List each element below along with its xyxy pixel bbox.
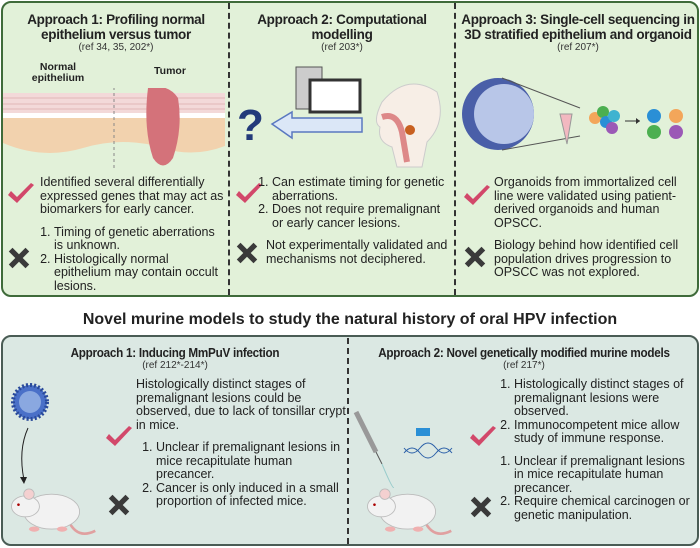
murine-approach1-pro: Histologically distinct stages of premal… (136, 377, 346, 432)
con-item: Cancer is only induced in a small propor… (156, 481, 346, 509)
approach2-con: Not experimentally validated and mechani… (266, 238, 448, 266)
check-icon (104, 425, 134, 449)
mouse-illustration (364, 478, 460, 540)
con-item: Require chemical carcinogen or genetic m… (514, 494, 698, 522)
con-item: Histologically normal epithelium may con… (54, 252, 226, 294)
approach3-pro: Organoids from immortalized cell line we… (494, 175, 677, 230)
top-panel (1, 1, 699, 297)
approach3-body: Organoids from immortalized cell line we… (494, 175, 698, 280)
pro-item: Does not require premalignant or early c… (272, 202, 452, 230)
approach2-pros: Can estimate timing for genetic aberrati… (248, 175, 452, 230)
approach2-header: Approach 2: Computational modelling (ref… (232, 12, 452, 54)
murine-approach2-header: Approach 2: Novel genetically modified m… (351, 345, 697, 372)
section-title: Novel murine models to study the natural… (82, 311, 618, 328)
divider (454, 3, 456, 295)
mouse-illustration (8, 478, 104, 540)
murine-approach1-cons: Unclear if premalignant lesions in mice … (132, 440, 346, 509)
organoid-sequencing-illustration (462, 77, 683, 151)
computer-head-illustration: ? (237, 66, 441, 168)
murine-approach1-ref: (ref 212*-214*) (142, 360, 208, 371)
approach1-title: Approach 1: Profiling normal epithelium … (27, 12, 205, 42)
approach1-ref: (ref 34, 35, 202*) (78, 42, 154, 53)
pro-item: Can estimate timing for genetic aberrati… (272, 175, 452, 203)
question-mark-icon: ? (237, 101, 264, 150)
murine-approach2-body: Histologically distinct stages of premal… (490, 377, 698, 523)
normal-label: Normal epithelium (31, 61, 85, 84)
murine-approach2-cons: Unclear if premalignant lesions in mice … (490, 454, 698, 523)
approach2-body: Can estimate timing for genetic aberrati… (248, 175, 452, 266)
cross-icon (106, 492, 132, 518)
cross-icon (462, 244, 488, 270)
virus-illustration (11, 383, 49, 484)
check-icon (462, 184, 492, 208)
pro-item: Histologically distinct stages of premal… (514, 377, 698, 419)
approach1-pro: Identified several differentially expres… (40, 175, 224, 216)
divider (347, 338, 349, 544)
approach1-cons: Timing of genetic aberrations is unknown… (30, 225, 226, 294)
approach2-ref: (ref 203*) (321, 42, 363, 53)
divider (228, 3, 230, 295)
murine-approach2-pros: Histologically distinct stages of premal… (490, 377, 698, 446)
con-item: Timing of genetic aberrations is unknown… (54, 225, 226, 253)
murine-approach1-body: Histologically distinct stages of premal… (132, 377, 346, 509)
approach3-header: Approach 3: Single-cell sequencing in 3D… (458, 12, 698, 54)
approach1-header: Approach 1: Profiling normal epithelium … (6, 12, 226, 54)
murine-approach2-ref: (ref 217*) (503, 360, 545, 371)
syringe-dna-illustration (353, 410, 453, 488)
tumor-label: Tumor (154, 65, 186, 77)
approach3-ref: (ref 207*) (557, 42, 599, 53)
murine-approach1-title: Approach 1: Inducing MmPuV infection (70, 345, 280, 360)
con-item: Unclear if premalignant lesions in mice … (514, 454, 698, 496)
approach2-title: Approach 2: Computational modelling (257, 12, 427, 42)
approach3-title: Approach 3: Single-cell sequencing in 3D… (461, 12, 695, 42)
cross-icon (6, 245, 32, 271)
epithelium-tumor-illustration (3, 88, 225, 168)
pro-item: Immunocompetent mice allow study of immu… (514, 418, 698, 446)
murine-approach1-header: Approach 1: Inducing MmPuV infection (re… (6, 345, 344, 372)
approach1-body: Identified several differentially expres… (30, 175, 226, 294)
con-item: Unclear if premalignant lesions in mice … (156, 440, 346, 482)
murine-approach2-title: Approach 2: Novel genetically modified m… (378, 345, 670, 360)
approach3-con: Biology behind how identified cell popul… (494, 238, 679, 279)
